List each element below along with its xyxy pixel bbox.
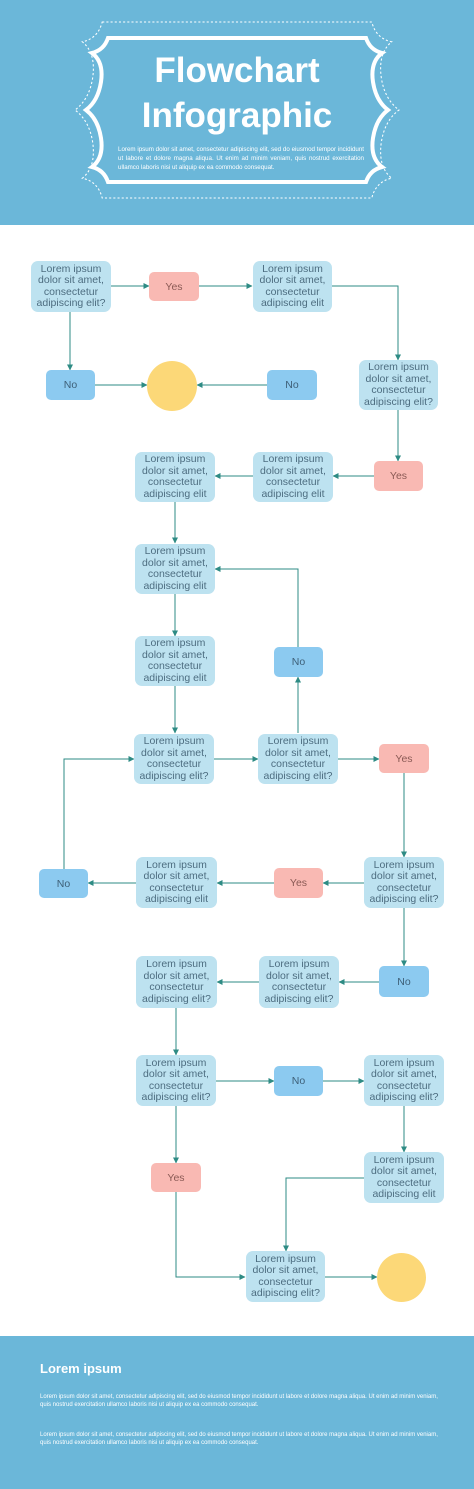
decision-box: Lorem ipsum dolor sit amet, consectetur …	[364, 857, 444, 908]
no-branch-label: No	[46, 370, 95, 400]
yes-branch-label: Yes	[274, 868, 323, 898]
process-box: Lorem ipsum dolor sit amet, consectetur …	[253, 452, 333, 502]
process-box: Lorem ipsum dolor sit amet, consectetur …	[253, 261, 332, 312]
process-box: Lorem ipsum dolor sit amet, consectetur …	[364, 1152, 444, 1203]
no-branch-label: No	[39, 869, 88, 898]
process-box: Lorem ipsum dolor sit amet, consectetur …	[136, 857, 217, 908]
no-branch-label: No	[274, 1066, 323, 1096]
no-branch-label: No	[267, 370, 317, 400]
yes-branch-label: Yes	[149, 272, 199, 301]
decision-box: Lorem ipsum dolor sit amet, consectetur …	[258, 734, 338, 784]
decision-box: Lorem ipsum dolor sit amet, consectetur …	[359, 360, 438, 410]
yes-branch-label: Yes	[379, 744, 429, 773]
footer-title: Lorem ipsum	[40, 1361, 122, 1376]
footer-banner	[0, 1336, 474, 1489]
no-branch-label: No	[379, 966, 429, 997]
title-line-1: Flowchart	[154, 51, 320, 90]
yes-branch-label: Yes	[374, 461, 423, 491]
decision-box: Lorem ipsum dolor sit amet, consectetur …	[246, 1251, 325, 1302]
yes-branch-label: Yes	[151, 1163, 201, 1192]
end-terminal-circle	[377, 1253, 426, 1302]
footer-paragraph-1: Lorem ipsum dolor sit amet, consectetur …	[40, 1394, 438, 1408]
decision-box: Lorem ipsum dolor sit amet, consectetur …	[134, 734, 214, 784]
end-terminal-circle	[147, 361, 197, 411]
decision-box: Lorem ipsum dolor sit amet, consectetur …	[364, 1055, 444, 1106]
decision-box: Lorem ipsum dolor sit amet, consectetur …	[259, 956, 339, 1008]
process-box: Lorem ipsum dolor sit amet, consectetur …	[135, 452, 215, 502]
title-line-2: Infographic	[141, 96, 333, 135]
header-description: Lorem ipsum dolor sit amet, consectetur …	[118, 146, 364, 171]
no-branch-label: No	[274, 647, 323, 677]
decision-box: Lorem ipsum dolor sit amet, consectetur …	[31, 261, 111, 312]
process-box: Lorem ipsum dolor sit amet, consectetur …	[135, 636, 215, 686]
process-box: Lorem ipsum dolor sit amet, consectetur …	[135, 544, 215, 594]
decision-box: Lorem ipsum dolor sit amet, consectetur …	[136, 1055, 216, 1106]
title-frame	[74, 21, 400, 199]
connectors	[63, 283, 407, 1280]
footer-paragraph-2: Lorem ipsum dolor sit amet, consectetur …	[40, 1432, 438, 1446]
decision-box: Lorem ipsum dolor sit amet, consectetur …	[136, 956, 217, 1008]
